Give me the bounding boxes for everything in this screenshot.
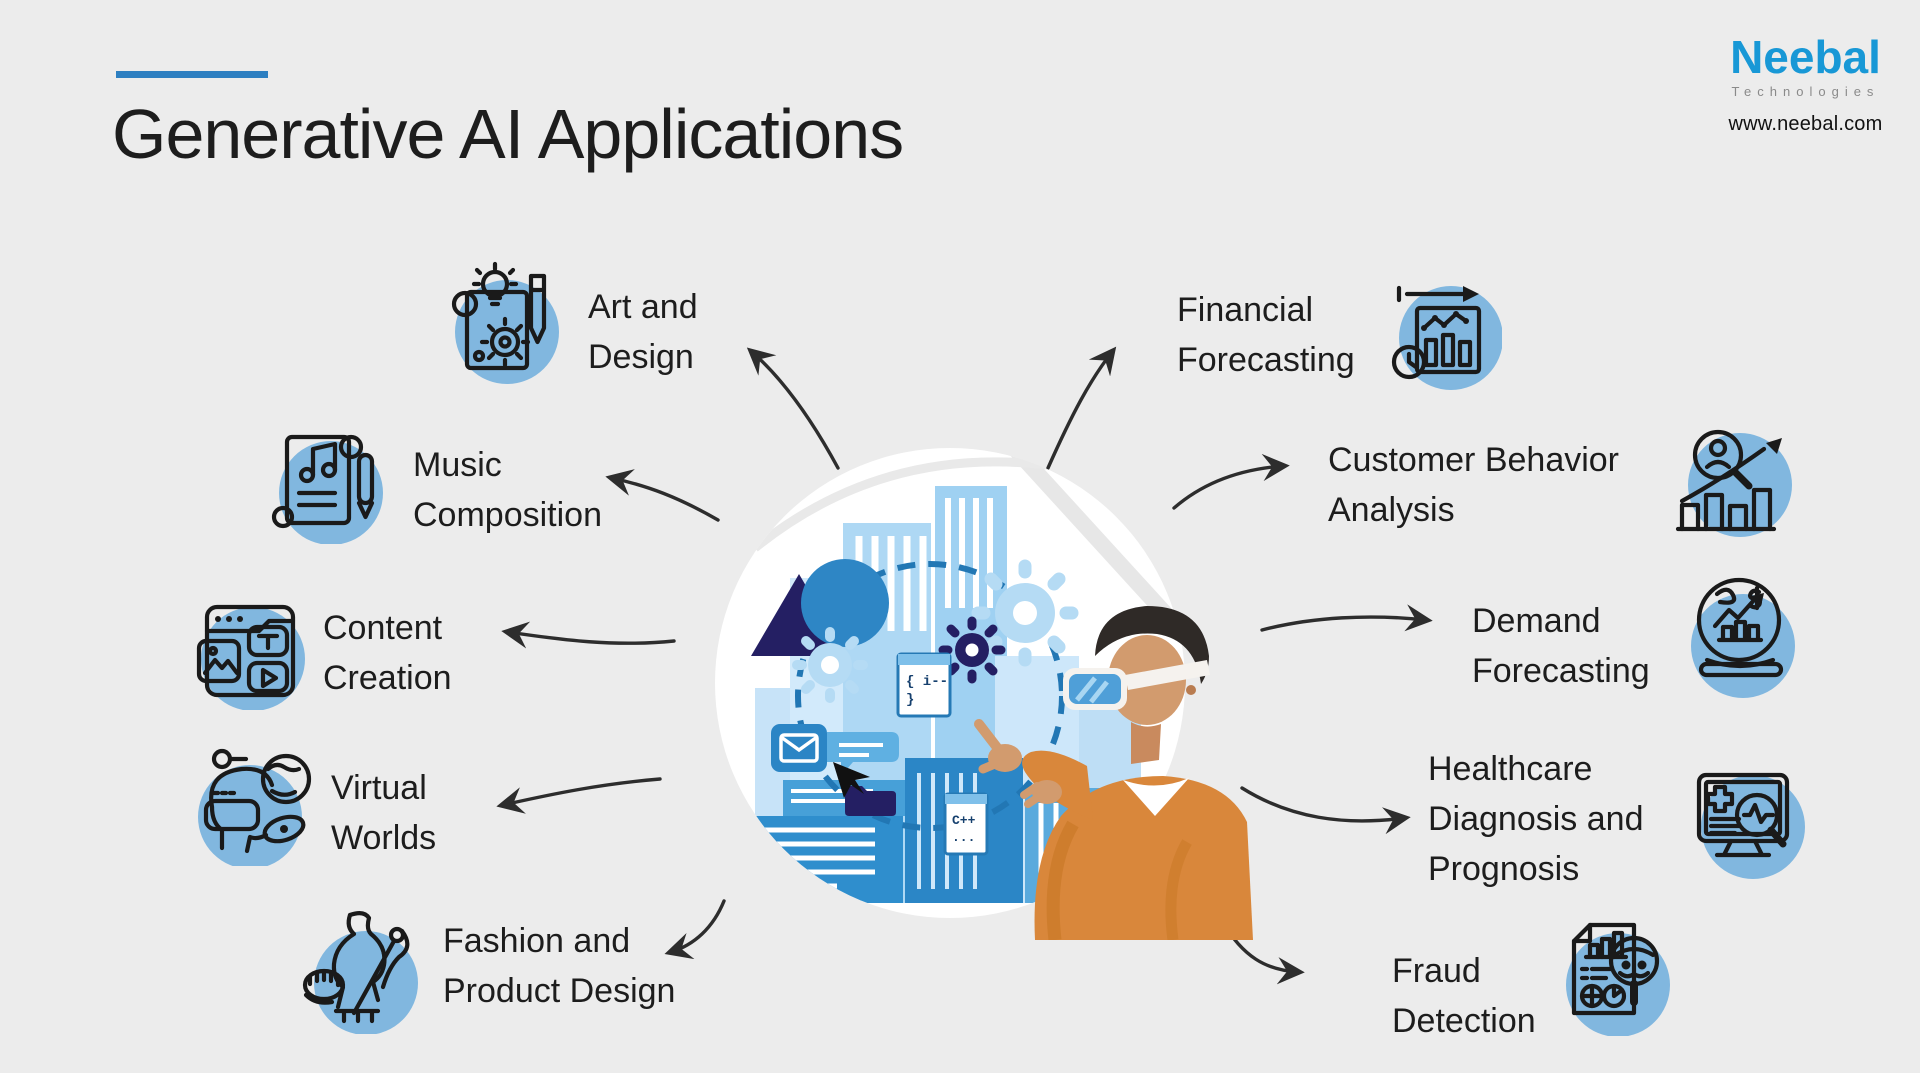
svg-text:}: } (906, 692, 914, 708)
arrow-content-creation (501, 621, 676, 649)
label-customer-behavior: Customer Behavior Analysis (1328, 441, 1620, 529)
email-bubble-icon (771, 724, 899, 776)
label-fraud-detection: Fraud Detection (1392, 952, 1536, 1040)
label-virtual-worlds: Virtual Worlds (331, 769, 437, 857)
monitor-medical-icon (1671, 747, 1806, 882)
mannequin-icon (288, 899, 423, 1034)
arrow-healthcare-diagnosis (1240, 786, 1411, 835)
bottom-white-strip (0, 1073, 1920, 1080)
svg-text:C++: C++ (952, 813, 976, 828)
gear-small-icon (792, 627, 868, 703)
chart-clock-icon (1367, 262, 1502, 397)
arrow-virtual-worlds (496, 777, 662, 814)
person-magnifier-chart-icon (1658, 413, 1793, 548)
dashed-orbit-circle (795, 561, 1065, 831)
gear-navy-icon (938, 616, 1006, 684)
music-icon (255, 409, 390, 544)
label-demand-forecasting: Demand Forecasting (1472, 602, 1650, 690)
center-illustration: { i-- } C++ ... (715, 448, 1253, 940)
vr-person (974, 606, 1253, 940)
crystal-ball-chart-icon (1667, 564, 1802, 699)
label-music-composition: Music Composition (413, 446, 602, 534)
folder-icon (845, 786, 896, 816)
art-design-icon (429, 250, 564, 385)
content-icon (173, 575, 308, 710)
label-fashion-product-design: Fashion and Product Design (443, 922, 676, 1010)
blue-ball-shape (801, 559, 889, 647)
document-mask-magnifier-icon (1540, 901, 1675, 1036)
cursor-icon (833, 762, 870, 798)
title-accent-line (116, 71, 268, 78)
vr-globe-icon (178, 731, 313, 866)
label-content-creation: Content Creation (323, 609, 452, 697)
label-healthcare-diagnosis: Healthcare Diagnosis and Prognosis (1428, 750, 1644, 888)
logo-website-text: www.neebal.com (1728, 113, 1883, 135)
label-art-design: Art and Design (588, 288, 698, 376)
code-window-cpp: C++ ... (943, 792, 989, 856)
logo-brand-text: Neebal (1730, 31, 1881, 83)
svg-text:{ i--: { i-- (906, 674, 948, 690)
logo-subtitle-text: Technologies (1731, 84, 1880, 99)
gear-large-icon (971, 559, 1079, 667)
svg-text:...: ... (952, 830, 975, 845)
arrow-demand-forecasting (1260, 604, 1433, 632)
label-financial-forecasting: Financial Forecasting (1177, 291, 1355, 379)
page-title: Generative AI Applications (112, 95, 904, 173)
code-window: { i-- } (896, 652, 952, 718)
company-logo: Neebal Technologies www.neebal.com (1718, 34, 1893, 136)
